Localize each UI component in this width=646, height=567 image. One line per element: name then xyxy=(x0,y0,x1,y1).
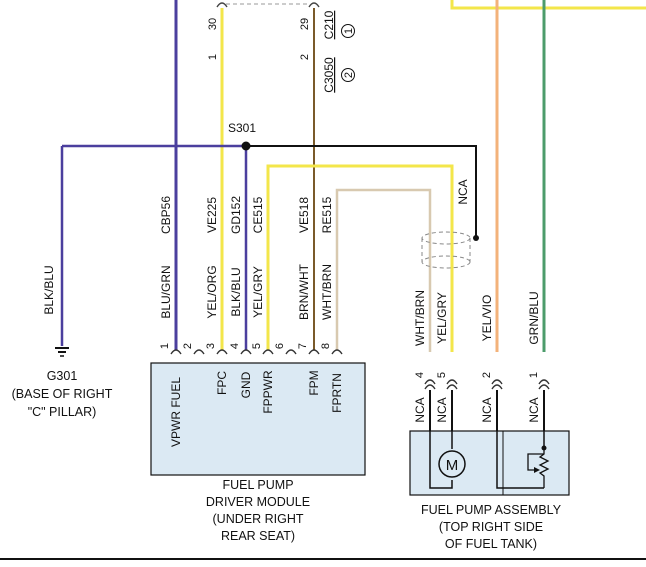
circuit-cbp56: CBP56 xyxy=(159,196,173,234)
pin-name-gnd: GND xyxy=(239,371,253,398)
asm-nca-3: NCA xyxy=(480,397,494,422)
module-pin-6: 6 xyxy=(274,343,286,349)
assembly-connector: 4 5 2 1 xyxy=(414,372,550,390)
module-wire-labels: CBP56 BLU/GRN VE225 YEL/ORG GD152 BLK/BL… xyxy=(159,196,334,320)
color-brn-wht: BRN/WHT xyxy=(297,263,311,320)
asm-pin-5: 5 xyxy=(436,372,448,378)
asm-nca-2: NCA xyxy=(435,397,449,422)
circuit-ve518: VE518 xyxy=(297,197,311,233)
callout-circle-1 xyxy=(341,24,355,38)
assembly-caption: FUEL PUMP ASSEMBLY (TOP RIGHT SIDE OF FU… xyxy=(421,503,562,551)
assembly-caption-3: OF FUEL TANK) xyxy=(445,537,537,551)
color-yel-gry: YEL/GRY xyxy=(251,266,265,318)
asm-pin-1: 1 xyxy=(528,372,540,378)
top-connector-right-arc xyxy=(308,2,320,8)
color-blu-grn: BLU/GRN xyxy=(159,265,173,318)
module-caption-4: REAR SEAT) xyxy=(221,529,295,543)
color-blk-blu: BLK/BLU xyxy=(229,267,243,316)
module-caption-3: (UNDER RIGHT xyxy=(213,512,304,526)
shield-symbol xyxy=(421,231,471,269)
asm-nca-1: NCA xyxy=(413,397,427,422)
assembly-wire-labels: WHT/BRN YEL/GRY YEL/VIO GRN/BLU xyxy=(413,290,541,346)
splice-dot xyxy=(241,141,251,151)
circuit-ce515: CE515 xyxy=(251,196,265,233)
fuel-pump-assembly xyxy=(409,430,570,496)
module-pin-7: 7 xyxy=(297,343,309,349)
callout-1: 1 xyxy=(343,28,355,34)
shield-dot xyxy=(473,235,479,241)
asm-color-yel-gry: YEL/GRY xyxy=(435,292,449,344)
circuit-ve225: VE225 xyxy=(205,197,219,233)
module-pin-3: 3 xyxy=(205,343,217,349)
module-pin-2: 2 xyxy=(182,343,194,349)
top-pin-30: 30 xyxy=(207,18,219,30)
module-pin-4: 4 xyxy=(229,343,241,349)
asm-color-yel-vio: YEL/VIO xyxy=(480,295,494,342)
top-pin-2: 2 xyxy=(299,54,311,60)
top-pin-1: 1 xyxy=(207,54,219,60)
module-caption: FUEL PUMP DRIVER MODULE (UNDER RIGHT REA… xyxy=(206,478,310,543)
color-wht-brn: WHT/BRN xyxy=(320,264,334,320)
module-caption-1: FUEL PUMP xyxy=(222,478,293,492)
assembly-caption-2: (TOP RIGHT SIDE xyxy=(439,520,543,534)
asm-pin-2: 2 xyxy=(481,372,493,378)
ground-location-2: "C" PILLAR) xyxy=(28,405,97,419)
assembly-nca-labels: NCA NCA NCA NCA xyxy=(413,397,541,422)
circuit-re515: RE515 xyxy=(320,196,334,233)
top-pin-29: 29 xyxy=(299,18,311,30)
asm-color-wht-brn: WHT/BRN xyxy=(413,290,427,346)
connector-c3050: C3050 xyxy=(322,57,336,93)
pin-name-fpc: FPC xyxy=(215,371,229,395)
motor-label: M xyxy=(446,457,459,474)
sender-symbol xyxy=(496,431,550,489)
module-pin-names: VPWR FUEL FPC GND FPPWR FPM FPRTN xyxy=(169,370,344,447)
fuel-pump-driver-module xyxy=(150,362,366,476)
ground-location-1: (BASE OF RIGHT xyxy=(12,387,113,401)
wire-shield-drain xyxy=(246,145,477,238)
assembly-caption-1: FUEL PUMP ASSEMBLY xyxy=(421,503,562,517)
top-connector-left-arc xyxy=(216,2,228,8)
shield-nca: NCA xyxy=(456,179,470,204)
module-caption-2: DRIVER MODULE xyxy=(206,495,310,509)
asm-nca-4: NCA xyxy=(527,397,541,422)
motor-symbol: M xyxy=(429,431,466,489)
callout-2: 2 xyxy=(343,72,355,78)
wire-ce515 xyxy=(266,164,454,352)
connector-c210: C210 xyxy=(322,10,336,39)
wire-re515 xyxy=(335,188,432,352)
module-pin-8: 8 xyxy=(320,343,332,349)
ground-id: G301 xyxy=(47,369,78,383)
module-pin-5: 5 xyxy=(251,343,263,349)
pin-name-fppwr: FPPWR xyxy=(261,370,275,414)
module-connector: 1 2 3 4 5 6 7 8 xyxy=(159,343,343,355)
pin-name-vpwr-fuel: VPWR FUEL xyxy=(169,377,183,447)
pin-name-fprtn: FPRTN xyxy=(330,373,344,413)
asm-color-grn-blu: GRN/BLU xyxy=(527,291,541,344)
color-yel-org: YEL/ORG xyxy=(205,265,219,318)
splice-label: S301 xyxy=(228,121,256,135)
circuit-gd152: GD152 xyxy=(229,196,243,234)
pin-name-fpm: FPM xyxy=(307,370,321,395)
ground-wire-label: BLK/BLU xyxy=(42,265,56,314)
wire-top-right-yellow xyxy=(450,0,646,10)
asm-pin-4: 4 xyxy=(414,372,426,378)
module-pin-1: 1 xyxy=(159,343,171,349)
callout-circle-2 xyxy=(341,68,355,82)
